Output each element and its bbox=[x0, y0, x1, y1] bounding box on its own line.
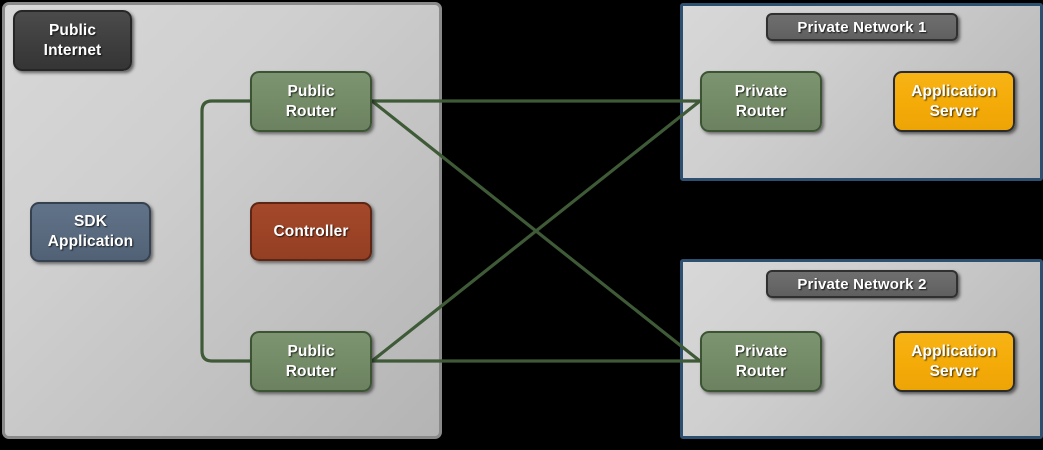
node-public-router-bottom-line2: Router bbox=[285, 362, 337, 380]
node-application-server-2[interactable]: Application Server bbox=[893, 331, 1015, 392]
node-application-server-2-line1: Application bbox=[911, 342, 997, 360]
zone-label-private-network-2: Private Network 2 bbox=[766, 270, 958, 298]
node-application-server-1-line2: Server bbox=[929, 102, 979, 120]
zone-label-public-internet: Public Internet bbox=[13, 10, 132, 71]
node-public-router-bottom[interactable]: Public Router bbox=[250, 331, 372, 392]
zone-label-private-network-2-text: Private Network 2 bbox=[797, 275, 927, 293]
node-sdk-application[interactable]: SDK Application bbox=[30, 202, 151, 262]
node-sdk-application-line2: Application bbox=[47, 233, 134, 250]
node-private-router-2-line2: Router bbox=[735, 362, 787, 380]
node-sdk-application-line1: SDK bbox=[73, 213, 108, 231]
node-private-router-1-line2: Router bbox=[735, 102, 787, 120]
zone-label-private-network-1-text: Private Network 1 bbox=[797, 18, 927, 36]
node-application-server-1[interactable]: Application Server bbox=[893, 71, 1015, 132]
node-public-router-bottom-line1: Public bbox=[287, 342, 335, 360]
node-application-server-2-line2: Server bbox=[929, 362, 979, 380]
node-public-router-top[interactable]: Public Router bbox=[250, 71, 372, 132]
node-controller-line1: Controller bbox=[273, 222, 349, 240]
node-application-server-1-line1: Application bbox=[911, 82, 997, 100]
zone-label-public-internet-line1: Public bbox=[48, 21, 97, 39]
node-public-router-top-line2: Router bbox=[285, 102, 337, 120]
node-private-router-2-line1: Private bbox=[734, 342, 788, 360]
node-public-router-top-line1: Public bbox=[287, 82, 335, 100]
zone-label-private-network-1: Private Network 1 bbox=[766, 13, 958, 41]
node-controller[interactable]: Controller bbox=[250, 202, 372, 261]
node-private-router-1[interactable]: Private Router bbox=[700, 71, 822, 132]
node-private-router-1-line1: Private bbox=[734, 82, 788, 100]
node-private-router-2[interactable]: Private Router bbox=[700, 331, 822, 392]
zone-label-public-internet-line2: Internet bbox=[43, 41, 102, 59]
